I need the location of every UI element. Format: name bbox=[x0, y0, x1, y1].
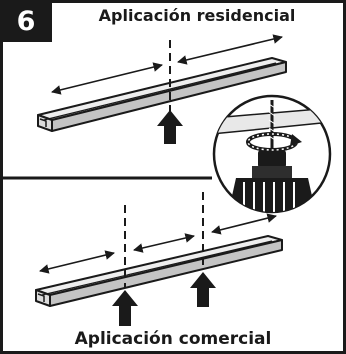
measure-arrow-icon bbox=[39, 250, 115, 274]
arrow-up-icon bbox=[157, 110, 183, 144]
measure-arrow-icon bbox=[211, 213, 277, 235]
arrow-up-icon bbox=[112, 290, 138, 326]
drill-icon bbox=[212, 94, 332, 214]
residential-title: Aplicación residencial bbox=[98, 6, 296, 25]
measure-arrow-icon bbox=[133, 233, 195, 253]
measure-arrow-icon bbox=[177, 34, 283, 65]
arrow-up-icon bbox=[190, 272, 216, 307]
rail-commercial bbox=[35, 235, 283, 307]
step-number-badge: 6 bbox=[0, 0, 52, 42]
commercial-title: Aplicación comercial bbox=[74, 329, 272, 349]
rotation-arrow-icon bbox=[246, 132, 302, 152]
measure-arrow-icon bbox=[51, 62, 163, 95]
